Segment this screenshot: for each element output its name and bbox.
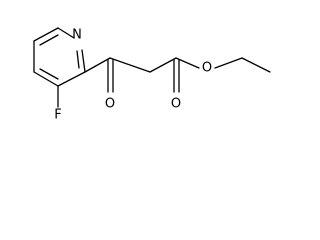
bond-c6-n	[81, 49, 86, 73]
bond-inner-1	[39, 34, 59, 46]
bond-ether-o-ch2	[214, 57, 243, 69]
bond-ch2-ester-c	[149, 57, 177, 73]
bond-ring-ketone	[84, 57, 111, 73]
nitrogen-label: N	[72, 28, 82, 43]
ester-carbonyl-oxygen-label: O	[171, 97, 181, 112]
bond-ketone-ch2	[109, 57, 151, 73]
bond-c2-c3	[33, 27, 59, 42]
ester-ether-oxygen-label: O	[202, 61, 212, 76]
bond-ethyl	[241, 57, 271, 73]
bond-inner-3	[76, 50, 80, 69]
side-chain	[84, 57, 271, 93]
bond-c4-c5	[33, 71, 59, 87]
bond-inner-2	[39, 68, 59, 80]
bond-ester-c-ether-o	[175, 57, 200, 69]
bond-n-c2	[57, 27, 75, 39]
fluorine-label: F	[54, 108, 61, 123]
bond-c5-c6	[57, 71, 86, 87]
molecule-drawing: N F O O O	[33, 27, 271, 123]
structure-canvas: N F O O O	[0, 0, 284, 132]
ketone-oxygen-label: O	[105, 97, 115, 112]
pyridine-ring	[33, 27, 86, 87]
